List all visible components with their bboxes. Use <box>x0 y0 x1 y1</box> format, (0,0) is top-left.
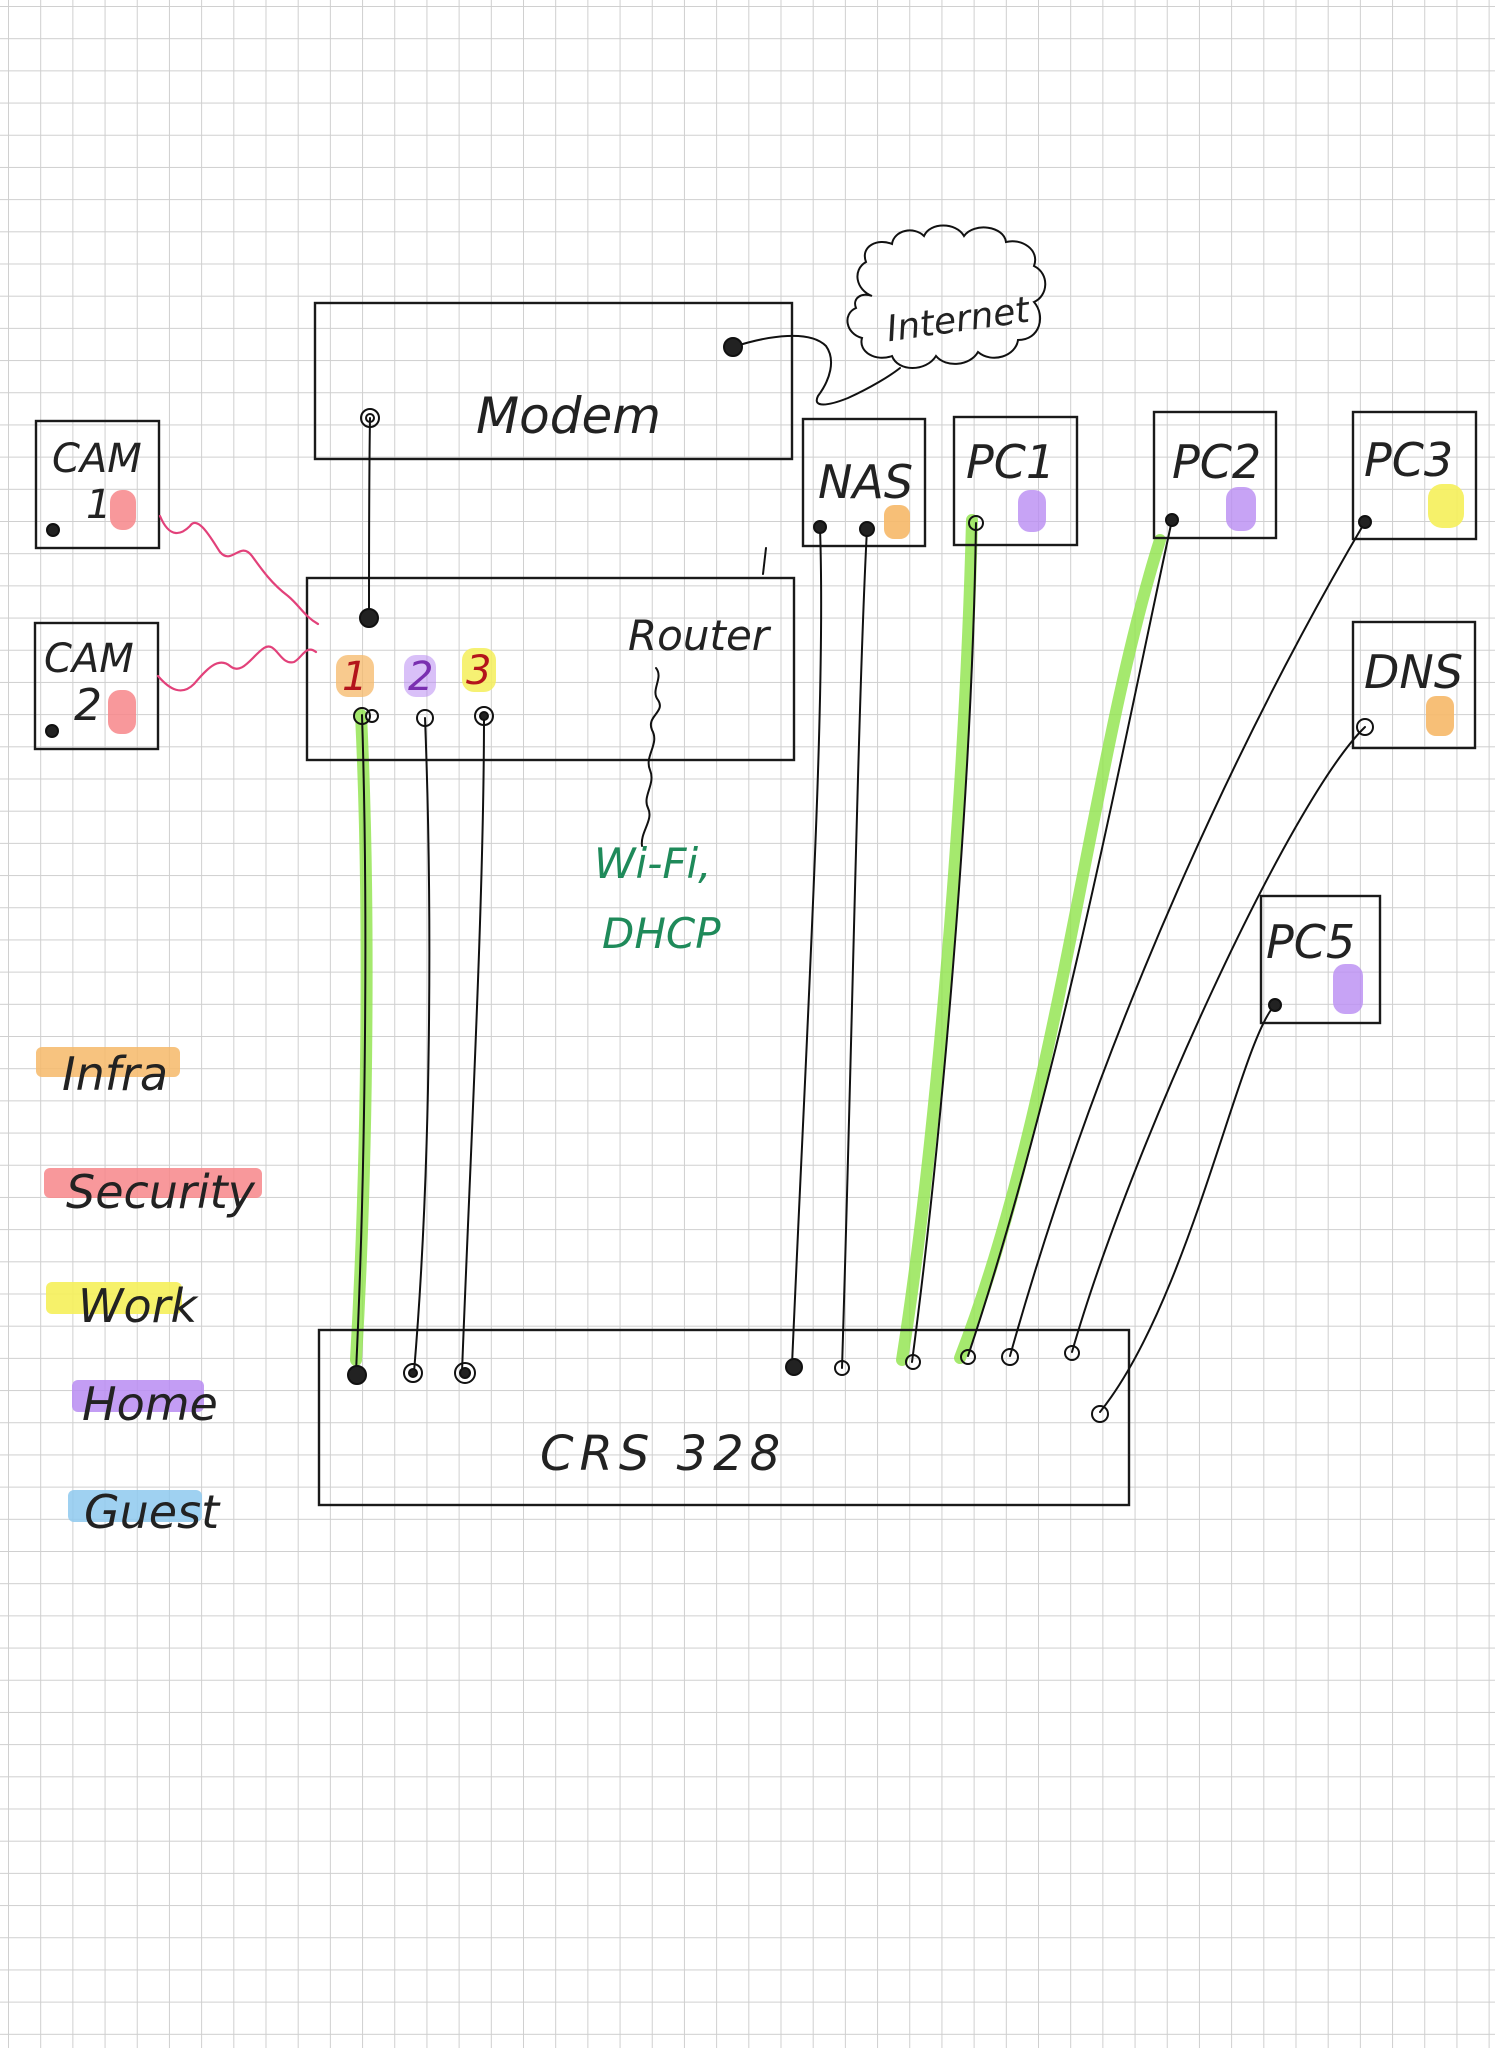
wire-pc2-switch <box>967 519 1173 1357</box>
dns-box <box>1351 620 1477 750</box>
switch-port-nas2 <box>834 1360 850 1376</box>
dns-infra-tab <box>1426 696 1454 736</box>
pc3-port <box>1358 515 1372 529</box>
switch-port-nas1 <box>785 1358 803 1376</box>
cam2-security-tab <box>108 690 136 734</box>
nas-label: NAS <box>818 455 913 509</box>
router-port-2 <box>416 709 434 727</box>
uplink-highlight-pc1 <box>896 514 978 1366</box>
legend-security-label: Security <box>66 1165 256 1219</box>
pc3-work-tab <box>1428 484 1464 528</box>
wire-router-port3-switch <box>461 715 485 1373</box>
router-service-dhcp: DHCP <box>602 909 721 958</box>
modem-lan-port <box>360 408 380 428</box>
switch-port-3 <box>454 1362 476 1384</box>
modem-wan-port <box>723 337 743 357</box>
legend-security-swatch <box>44 1168 262 1198</box>
dns-port <box>1356 718 1374 736</box>
pc1-label: PC1 <box>966 435 1055 489</box>
pc1-port <box>968 515 984 531</box>
switch-port-pc5 <box>1091 1405 1109 1423</box>
wire-router-port2-switch <box>413 717 431 1373</box>
legend-guest-label: Guest <box>84 1485 221 1539</box>
legend-infra-swatch <box>36 1047 180 1077</box>
nas-infra-tab <box>884 505 910 539</box>
wire-modem-router <box>368 417 371 618</box>
cam1-label-line2: 1 <box>86 482 111 528</box>
nas-box <box>801 417 927 548</box>
wire-router-port1-switch <box>355 714 367 1373</box>
wire-dns-switch <box>1071 726 1366 1353</box>
modem-box <box>313 301 794 461</box>
wire-pc3-switch <box>1009 521 1366 1357</box>
switch-label: CRS 328 <box>540 1426 786 1482</box>
pc1-home-tab <box>1018 490 1046 532</box>
pc5-box <box>1259 894 1382 1025</box>
internet-label: Internet <box>884 289 1034 350</box>
legend-home-label: Home <box>82 1377 218 1431</box>
pc1-box <box>952 415 1079 547</box>
pc2-label: PC2 <box>1172 435 1261 489</box>
cam2-port <box>45 724 59 738</box>
wire-modem-internet <box>732 334 901 406</box>
nas-port-1 <box>813 520 827 534</box>
legend-work-swatch <box>46 1282 182 1314</box>
dns-label: DNS <box>1364 645 1463 699</box>
router-label: Router <box>628 611 772 660</box>
router-port-2-label: 2 <box>408 654 433 700</box>
cam2-label-line1: CAM <box>44 636 134 682</box>
cam1-security-tab <box>110 490 136 530</box>
switch-port-1 <box>347 1365 367 1385</box>
router-port3-work-tab <box>462 648 496 692</box>
pc2-box <box>1152 410 1278 540</box>
nas-port-2 <box>859 521 875 537</box>
switch-box <box>317 1328 1131 1507</box>
wire-nas1-switch <box>791 527 823 1366</box>
cam1-label-line1: CAM <box>52 436 142 482</box>
switch-port-2 <box>403 1363 423 1383</box>
wireless-cam2-router <box>156 645 318 692</box>
wire-pc1-switch <box>911 522 977 1363</box>
pc2-home-tab <box>1226 487 1256 531</box>
pc5-home-tab <box>1333 964 1363 1014</box>
wire-pc5-switch <box>1099 1004 1276 1413</box>
cam1-port <box>46 523 60 537</box>
switch-port-dns <box>1064 1345 1080 1361</box>
pc2-port <box>1165 513 1179 527</box>
cam2-label-line2: 2 <box>74 680 102 731</box>
pc5-label: PC5 <box>1266 915 1355 969</box>
router-services-connector <box>640 667 661 847</box>
wireless-cam1-router <box>158 514 320 626</box>
cam2-box <box>33 621 160 751</box>
wire-nas2-switch <box>841 528 868 1369</box>
pc3-label: PC3 <box>1364 433 1453 487</box>
modem-label: Modem <box>476 387 661 445</box>
legend-work-label: Work <box>78 1279 200 1333</box>
pc5-port <box>1268 998 1282 1012</box>
switch-port-pc1 <box>905 1354 921 1370</box>
internet-cloud <box>846 224 1047 369</box>
cam1-box <box>34 419 161 550</box>
pc3-box <box>1351 410 1478 541</box>
router-port-3-label: 3 <box>466 648 491 694</box>
router-port2-home-tab <box>404 655 436 697</box>
router-port-3 <box>474 706 494 726</box>
router-port1-infra-tab <box>336 655 374 697</box>
router-wan-port <box>359 608 379 628</box>
router-port-1 <box>353 707 371 725</box>
router-port-1-label: 1 <box>342 654 367 700</box>
router-service-wifi: Wi-Fi, <box>594 839 712 888</box>
legend: Infra Security Work Home Guest <box>62 1047 256 1539</box>
switch-port-pc3 <box>1001 1348 1019 1366</box>
legend-home-swatch <box>72 1380 204 1412</box>
legend-infra-label: Infra <box>62 1047 168 1101</box>
switch-port-pc2 <box>960 1349 976 1365</box>
uplink-highlight-pc2 <box>954 534 1166 1364</box>
router-box <box>305 576 796 762</box>
router-tick-mark <box>762 547 767 575</box>
legend-guest-swatch <box>68 1490 202 1522</box>
